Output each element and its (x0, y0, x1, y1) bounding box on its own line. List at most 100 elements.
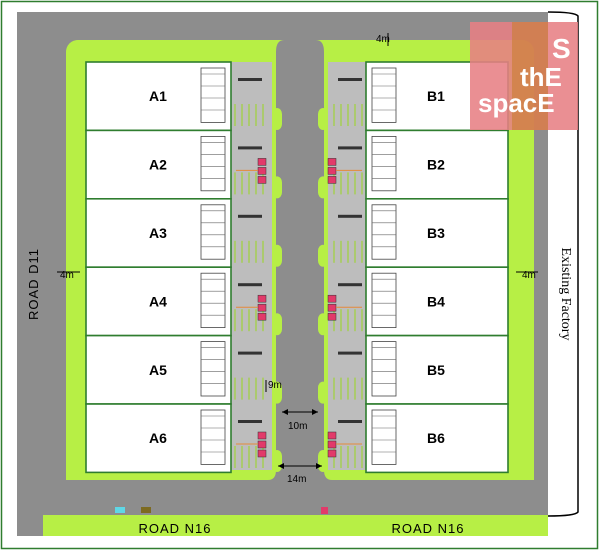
lot-b3[interactable]: B3 (365, 198, 509, 269)
building-outline (371, 135, 397, 192)
driveway-left (229, 62, 272, 470)
green-bay-left (272, 176, 282, 199)
road-d11-label: ROAD D11 (26, 248, 41, 320)
lot-a6[interactable]: A6 (85, 403, 232, 474)
parking-marker (257, 431, 267, 440)
dim-top: 4m (376, 34, 390, 45)
parking-marker (327, 312, 337, 321)
lot-a3[interactable]: A3 (85, 198, 232, 269)
bollard-row (338, 283, 362, 287)
parking-marker (257, 294, 267, 303)
dim-courtyard: 10m (288, 421, 307, 432)
parking-markers (236, 158, 362, 458)
building-outline (200, 341, 226, 397)
lot-label: B3 (427, 225, 445, 241)
dim-left: 4m (60, 270, 74, 281)
building-outline (371, 272, 397, 329)
the-space-logo: S thE spacE (470, 22, 578, 130)
green-bay-left (272, 381, 282, 404)
parking-marker (327, 449, 337, 458)
building-outline (200, 204, 226, 260)
entrance-marker-pink (321, 507, 328, 514)
entrance-marker-cyan (115, 507, 125, 513)
parking-marker (327, 176, 337, 184)
green-bay-right (318, 381, 328, 404)
lot-label: B1 (427, 88, 445, 104)
lot-a5[interactable]: A5 (85, 334, 232, 405)
lot-b2[interactable]: B2 (365, 129, 509, 200)
lot-label: A4 (149, 293, 167, 309)
road-n16-left-label: ROAD N16 (138, 521, 211, 536)
parking-marker (327, 294, 337, 303)
green-bay-left (272, 244, 282, 267)
lot-label: B5 (427, 362, 445, 378)
building-outline (200, 272, 226, 329)
green-bay-right (318, 450, 328, 472)
green-bay-left (272, 450, 282, 472)
driveway-right (328, 62, 371, 470)
bollard-row (238, 78, 262, 81)
green-bay-right (318, 244, 328, 267)
building-outline (371, 67, 397, 123)
lot-label: A6 (149, 430, 167, 446)
lot-label: B2 (427, 157, 445, 173)
entrance-marker-olive (141, 507, 151, 513)
lot-label: B6 (427, 430, 445, 446)
green-bay-right (318, 108, 328, 130)
parking-marker (327, 431, 337, 440)
bollard-row (338, 214, 362, 218)
parking-marker (327, 440, 337, 449)
lot-label: A2 (149, 157, 167, 173)
parking-marker (327, 167, 337, 175)
building-outline (200, 67, 226, 123)
lot-b4[interactable]: B4 (365, 266, 509, 337)
dim-inner: 9m (268, 380, 282, 391)
bollard-row (338, 78, 362, 81)
road-d11 (17, 12, 43, 536)
green-bay-right (318, 313, 328, 336)
lot-a2[interactable]: A2 (85, 129, 232, 200)
road-n16-right-label: ROAD N16 (391, 521, 464, 536)
parking-marker (257, 176, 267, 184)
parking-marker (257, 449, 267, 458)
building-outline (371, 409, 397, 465)
bollard-row (238, 146, 262, 150)
parking-marker (257, 303, 267, 312)
lot-label: B4 (427, 293, 445, 309)
parking-marker (327, 303, 337, 312)
building-outline (200, 135, 226, 192)
lot-a1[interactable]: A1 (85, 61, 232, 132)
bollard-row (238, 283, 262, 287)
bollard-row (238, 420, 262, 423)
green-bays (234, 78, 363, 472)
building-outline (371, 204, 397, 260)
lot-a4[interactable]: A4 (85, 266, 232, 337)
green-bay-right (318, 176, 328, 199)
dim-bottom: 14m (287, 474, 306, 485)
lot-b6[interactable]: B6 (365, 403, 509, 474)
existing-factory-label: Existing Factory (558, 248, 573, 341)
parking-marker (257, 167, 267, 175)
dim-right: 4m (522, 270, 536, 281)
lot-label: A1 (149, 88, 167, 104)
lot-b5[interactable]: B5 (365, 334, 509, 405)
parking-marker (257, 312, 267, 321)
svg-text:S: S (552, 33, 571, 64)
lot-label: A5 (149, 362, 167, 378)
parking-marker (327, 158, 337, 166)
svg-text:spacE: spacE (478, 88, 555, 118)
bollard-row (238, 214, 262, 218)
bollard-row (338, 420, 362, 423)
bollard-row (338, 146, 362, 150)
svg-text:thE: thE (520, 62, 562, 92)
lot-label: A3 (149, 225, 167, 241)
building-outline (371, 341, 397, 397)
green-bay-left (272, 313, 282, 336)
bollard-row (238, 351, 262, 355)
central-road (66, 40, 534, 500)
parking-marker (257, 158, 267, 166)
bollard-row (338, 351, 362, 355)
